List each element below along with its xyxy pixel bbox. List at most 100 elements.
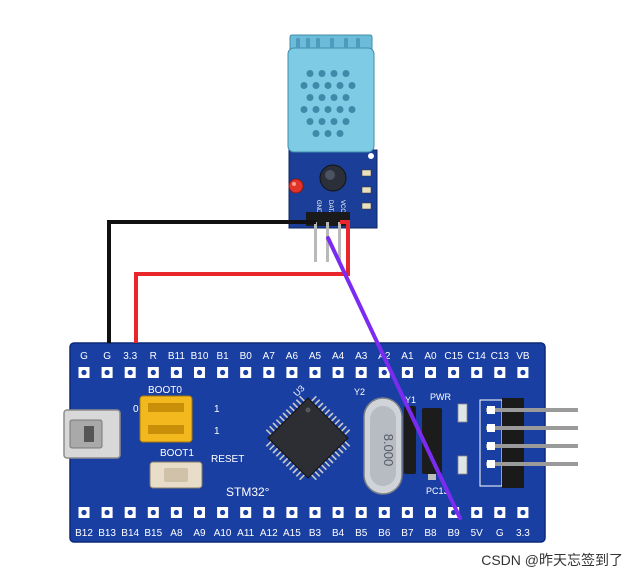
- bottom-pin-label: 5V: [471, 528, 484, 539]
- vent-hole: [318, 94, 326, 101]
- vent-hole: [312, 82, 320, 89]
- bottom-pin-hole: [196, 509, 203, 516]
- bottom-pin-hole: [358, 509, 364, 516]
- jumper-digit-0: 0: [133, 404, 139, 415]
- vent-hole: [300, 106, 308, 113]
- debug-pin-pad: [487, 442, 495, 450]
- bottom-pin-label: B15: [144, 528, 162, 539]
- smd-resistor: [361, 202, 372, 210]
- chip-lead: [320, 405, 327, 412]
- top-pin-hole: [127, 369, 133, 376]
- chip-lead: [265, 429, 272, 436]
- chip-lead: [269, 425, 276, 432]
- bottom-pin-label: B5: [355, 528, 368, 539]
- top-pin-hole: [427, 369, 434, 376]
- top-pin-label: B0: [240, 351, 253, 362]
- chip-lead: [334, 419, 341, 426]
- chip-lead: [289, 464, 296, 471]
- top-pin-hole: [520, 369, 526, 376]
- top-pin-hole: [220, 369, 226, 376]
- boot-jumper-slot: [148, 425, 184, 434]
- top-pin-hole: [404, 369, 410, 376]
- chip-lead: [314, 399, 321, 406]
- top-pin-label: B1: [216, 351, 229, 362]
- boot-jumper-slot: [148, 403, 184, 412]
- bottom-pin-pads: [78, 507, 529, 518]
- vent-hole: [336, 82, 344, 89]
- bottom-pin-label: A8: [170, 528, 183, 539]
- pc13-label: PC13: [426, 486, 449, 496]
- top-pin-label: A1: [401, 351, 414, 362]
- top-pin-hole: [497, 369, 503, 376]
- bottom-pin-label: A9: [193, 528, 206, 539]
- top-pin-hole: [335, 369, 341, 376]
- bottom-pin-label: B6: [378, 528, 391, 539]
- sensor-pin-data: [326, 222, 329, 262]
- chip-lead: [295, 399, 302, 406]
- chip-lead: [310, 395, 317, 402]
- top-pin-label: A7: [263, 351, 276, 362]
- y1-crystal: [404, 406, 416, 474]
- housing-slots: [296, 38, 360, 48]
- top-pin-hole: [451, 369, 457, 376]
- pin-label-data: DATA: [327, 200, 333, 215]
- bottom-pin-label: B9: [447, 528, 460, 539]
- chip-lead: [275, 450, 282, 457]
- vent-grid: [300, 70, 356, 137]
- stm32-board: GG3.3RB11B10B1B0A7A6A5A4A3A2A1A0C15C14C1…: [63, 342, 578, 543]
- bottom-pin-label: B3: [309, 528, 322, 539]
- vent-hole: [324, 106, 332, 113]
- debug-pin: [486, 462, 578, 466]
- chip-lead: [295, 470, 302, 477]
- chip-lead: [279, 454, 286, 461]
- sensor-housing: [287, 47, 375, 153]
- top-pin-label: C14: [468, 351, 487, 362]
- chip-lead: [324, 409, 331, 416]
- brand-label: STM32°: [226, 485, 270, 499]
- bottom-pin-label: B7: [401, 528, 414, 539]
- vent-hole: [306, 70, 314, 77]
- chip-lead: [272, 447, 279, 454]
- bottom-pin-label: B13: [98, 528, 116, 539]
- vent-hole: [306, 94, 314, 101]
- chip-lead: [299, 474, 306, 481]
- boot0-label: BOOT0: [148, 385, 182, 396]
- top-pin-label: A3: [355, 351, 368, 362]
- top-pin-hole: [358, 369, 364, 376]
- vent-hole: [324, 82, 332, 89]
- top-pin-label: A6: [286, 351, 299, 362]
- chip-lead: [324, 460, 331, 467]
- jumper-digit-1-left: 1: [214, 404, 220, 415]
- debug-pin-pad: [487, 460, 495, 468]
- top-pin-label: R: [150, 351, 157, 362]
- bottom-pin-label: A10: [214, 528, 232, 539]
- wire-vcc: [134, 220, 350, 343]
- pin-label-gnd: GND: [315, 200, 321, 214]
- chip-lead: [285, 409, 292, 416]
- sensor-pin-vcc: [338, 222, 341, 262]
- vent-hole: [318, 70, 326, 77]
- bottom-pin-label: 3.3: [516, 528, 530, 539]
- top-pin-label: A0: [424, 351, 437, 362]
- chip-lead: [314, 470, 321, 477]
- chip-lead: [320, 464, 327, 471]
- vent-hole: [336, 130, 344, 137]
- top-pin-label: G: [103, 351, 111, 362]
- pwr-label: PWR: [430, 392, 451, 402]
- bottom-pin-label: G: [496, 528, 504, 539]
- smd-resistor: [361, 186, 372, 194]
- top-pin-hole: [266, 369, 272, 376]
- chip-lead: [327, 457, 334, 464]
- chip-lead: [285, 460, 292, 467]
- wire-gnd: [107, 220, 316, 343]
- bottom-pin-label: B12: [75, 528, 93, 539]
- bottom-pin-label: B14: [121, 528, 139, 539]
- top-pin-label: B10: [191, 351, 209, 362]
- bottom-pin-hole: [81, 509, 87, 516]
- bottom-pin-hole: [266, 509, 272, 516]
- vent-hole: [312, 106, 320, 113]
- bottom-pin-hole: [474, 509, 480, 516]
- debug-pins: [486, 406, 578, 468]
- debug-pin: [486, 408, 578, 412]
